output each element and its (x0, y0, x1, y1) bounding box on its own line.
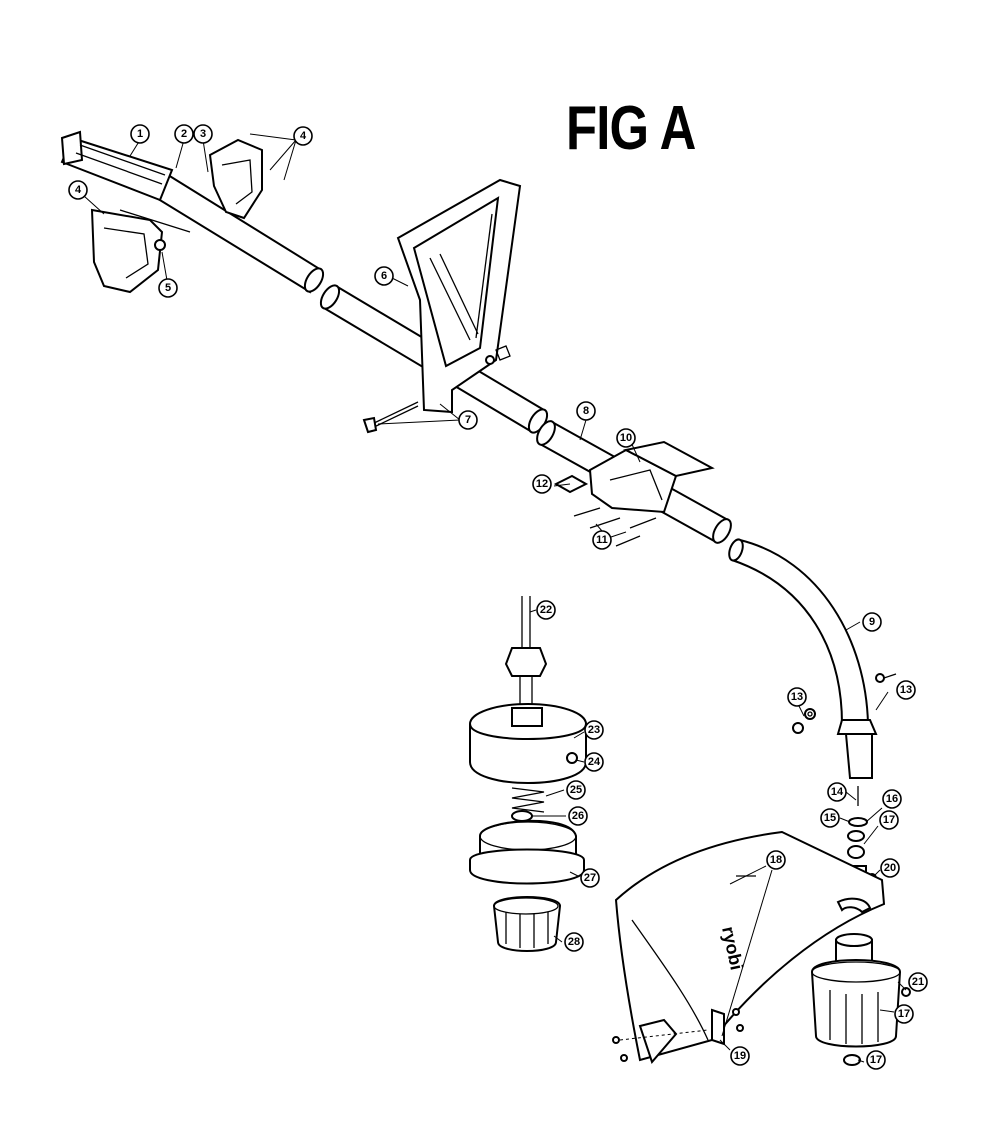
callout-5: 5 (158, 278, 178, 298)
svg-text:1: 1 (137, 128, 143, 140)
curved-drive-tube (728, 538, 897, 779)
svg-text:17: 17 (883, 814, 895, 826)
svg-text:13: 13 (900, 684, 912, 696)
callout-8: 8 (576, 401, 596, 421)
callout-6: 6 (374, 266, 394, 286)
svg-text:11: 11 (596, 534, 608, 546)
svg-text:13: 13 (791, 691, 803, 703)
svg-text:23: 23 (588, 724, 600, 736)
svg-text:3: 3 (200, 128, 206, 140)
svg-text:2: 2 (181, 128, 187, 140)
callout-23: 23 (584, 720, 604, 740)
gear-head (810, 933, 911, 1066)
callout-9: 9 (862, 612, 882, 632)
callout-26: 26 (568, 806, 588, 826)
callout-11: 11 (592, 530, 612, 550)
svg-text:17: 17 (870, 1054, 882, 1066)
callout-7: 7 (458, 410, 478, 430)
trimmer-head-assembly (469, 596, 587, 952)
callout-10: 10 (616, 428, 636, 448)
callout-14: 14 (827, 782, 847, 802)
callout-28: 28 (564, 932, 584, 952)
callout-17-head: 17 (894, 1004, 914, 1024)
svg-text:24: 24 (588, 756, 601, 768)
svg-text:27: 27 (584, 872, 596, 884)
callout-17-upper: 17 (879, 810, 899, 830)
callout-13-right: 13 (896, 680, 916, 700)
callout-20: 20 (880, 858, 900, 878)
callout-13-left: 13 (787, 687, 807, 707)
svg-text:7: 7 (465, 414, 471, 426)
callout-19: 19 (730, 1046, 750, 1066)
svg-text:4: 4 (300, 130, 307, 142)
callout-4-upper: 4 (293, 126, 313, 146)
callout-15: 15 (820, 808, 840, 828)
svg-text:12: 12 (536, 478, 548, 490)
grass-guard: ryobi (614, 830, 886, 1062)
callout-2: 2 (174, 124, 194, 144)
callout-16: 16 (882, 789, 902, 809)
handle-bolt (362, 401, 419, 434)
svg-text:22: 22 (540, 604, 552, 616)
callout-27: 27 (580, 868, 600, 888)
svg-text:21: 21 (912, 976, 924, 988)
svg-text:19: 19 (734, 1050, 746, 1062)
callout-17-bottom: 17 (866, 1050, 886, 1070)
svg-text:9: 9 (869, 616, 875, 628)
svg-text:26: 26 (572, 810, 584, 822)
upper-shaft (60, 130, 325, 294)
svg-text:10: 10 (620, 432, 632, 444)
callout-18: 18 (766, 850, 786, 870)
callout-3: 3 (193, 124, 213, 144)
svg-text:17: 17 (898, 1008, 910, 1020)
svg-text:25: 25 (570, 784, 582, 796)
callout-22: 22 (536, 600, 556, 620)
svg-text:8: 8 (583, 405, 589, 417)
callout-21: 21 (908, 972, 928, 992)
callout-4-lower: 4 (68, 180, 88, 200)
throttle-housing (90, 138, 263, 294)
callout-1: 1 (130, 124, 150, 144)
svg-text:15: 15 (824, 812, 836, 824)
svg-text:14: 14 (831, 786, 844, 798)
handle (396, 178, 522, 414)
svg-text:5: 5 (165, 282, 171, 294)
svg-text:16: 16 (886, 793, 898, 805)
figure-title: FIG A (566, 94, 696, 163)
svg-text:28: 28 (568, 936, 580, 948)
callout-24: 24 (584, 752, 604, 772)
callout-25: 25 (566, 780, 586, 800)
svg-text:18: 18 (770, 854, 782, 866)
svg-text:20: 20 (884, 862, 896, 874)
svg-text:6: 6 (381, 270, 387, 282)
callout-12: 12 (532, 474, 552, 494)
coupler-clamp (553, 440, 715, 547)
svg-text:4: 4 (75, 184, 82, 196)
